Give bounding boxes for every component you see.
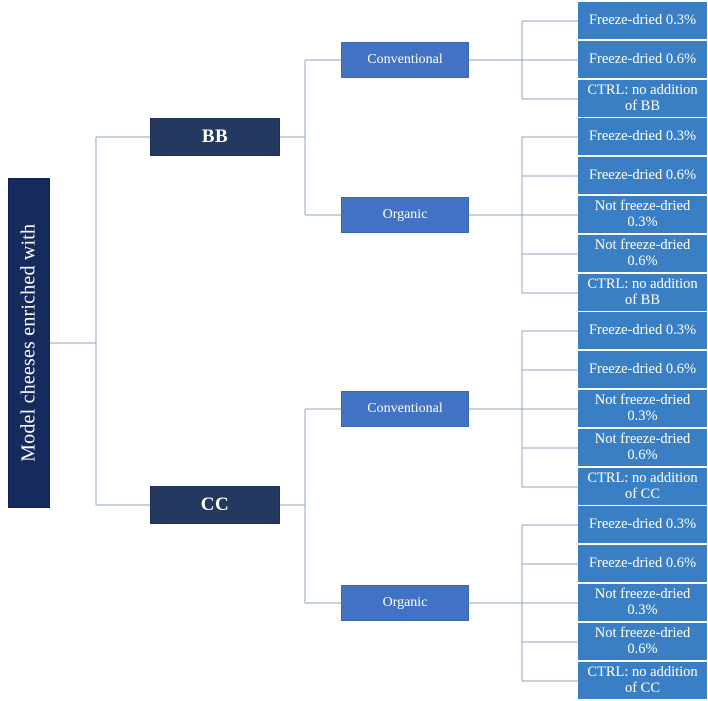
leaf-node[interactable]: Freeze-dried 0.6% xyxy=(578,351,707,388)
leaf-node-label: Not freeze-dried 0.6% xyxy=(594,237,691,269)
leaf-node[interactable]: CTRL: no addition of BB xyxy=(578,274,707,311)
leaf-node[interactable]: CTRL: no addition of BB xyxy=(578,80,707,117)
node-bb-organic-label: Organic xyxy=(382,207,428,223)
leaf-node[interactable]: Freeze-dried 0.6% xyxy=(578,545,707,582)
node-bb[interactable]: BB xyxy=(150,118,280,156)
leaf-node-label: Freeze-dried 0.3% xyxy=(588,11,697,28)
leaf-node-label: Freeze-dried 0.3% xyxy=(588,515,697,532)
node-bb-organic[interactable]: Organic xyxy=(341,197,469,233)
leaf-node-label: Freeze-dried 0.6% xyxy=(588,50,697,67)
leaf-node-label: CTRL: no addition of CC xyxy=(587,664,698,696)
node-cc-organic-label: Organic xyxy=(382,595,428,611)
leaf-node-label: Freeze-dried 0.3% xyxy=(588,321,697,338)
leaf-node-label: CTRL: no addition of BB xyxy=(587,82,698,114)
leaf-node[interactable]: CTRL: no addition of CC xyxy=(578,468,707,505)
leaf-node[interactable]: Not freeze-dried 0.3% xyxy=(578,584,707,621)
node-bb-conventional[interactable]: Conventional xyxy=(341,42,469,78)
leaf-node[interactable]: Freeze-dried 0.3% xyxy=(578,2,707,39)
node-bb-label: BB xyxy=(201,125,229,147)
leaf-node-label: Freeze-dried 0.3% xyxy=(588,127,697,144)
leaf-node-label: Not freeze-dried 0.3% xyxy=(594,392,691,424)
leaf-node-label: Not freeze-dried 0.6% xyxy=(594,431,691,463)
leaf-node-label: CTRL: no addition of BB xyxy=(587,276,698,308)
node-cc-organic[interactable]: Organic xyxy=(341,585,469,621)
leaf-node[interactable]: Freeze-dried 0.3% xyxy=(578,506,707,543)
root-node[interactable]: Model cheeses enriched with xyxy=(8,178,50,508)
leaf-node[interactable]: Freeze-dried 0.3% xyxy=(578,312,707,349)
leaf-node[interactable]: Not freeze-dried 0.6% xyxy=(578,623,707,660)
root-node-label: Model cheeses enriched with xyxy=(17,223,40,463)
leaf-node-label: Not freeze-dried 0.3% xyxy=(594,198,691,230)
node-cc[interactable]: CC xyxy=(150,486,280,524)
leaf-node-label: Freeze-dried 0.6% xyxy=(588,166,697,183)
leaf-node[interactable]: Freeze-dried 0.3% xyxy=(578,118,707,155)
node-bb-conventional-label: Conventional xyxy=(367,52,443,68)
leaf-node[interactable]: Not freeze-dried 0.6% xyxy=(578,235,707,272)
leaf-node[interactable]: Freeze-dried 0.6% xyxy=(578,41,707,78)
node-cc-label: CC xyxy=(200,493,230,515)
leaf-node[interactable]: Not freeze-dried 0.6% xyxy=(578,429,707,466)
leaf-node[interactable]: Not freeze-dried 0.3% xyxy=(578,196,707,233)
leaf-node-label: Not freeze-dried 0.3% xyxy=(594,586,691,618)
leaf-node-label: Not freeze-dried 0.6% xyxy=(594,625,691,657)
leaf-node[interactable]: Freeze-dried 0.6% xyxy=(578,157,707,194)
leaf-node-label: Freeze-dried 0.6% xyxy=(588,554,697,571)
leaf-node[interactable]: CTRL: no addition of CC xyxy=(578,662,707,699)
leaf-node-label: Freeze-dried 0.6% xyxy=(588,360,697,377)
node-cc-conventional-label: Conventional xyxy=(367,401,443,417)
leaf-node[interactable]: Not freeze-dried 0.3% xyxy=(578,390,707,427)
node-cc-conventional[interactable]: Conventional xyxy=(341,391,469,427)
leaf-node-label: CTRL: no addition of CC xyxy=(587,470,698,502)
